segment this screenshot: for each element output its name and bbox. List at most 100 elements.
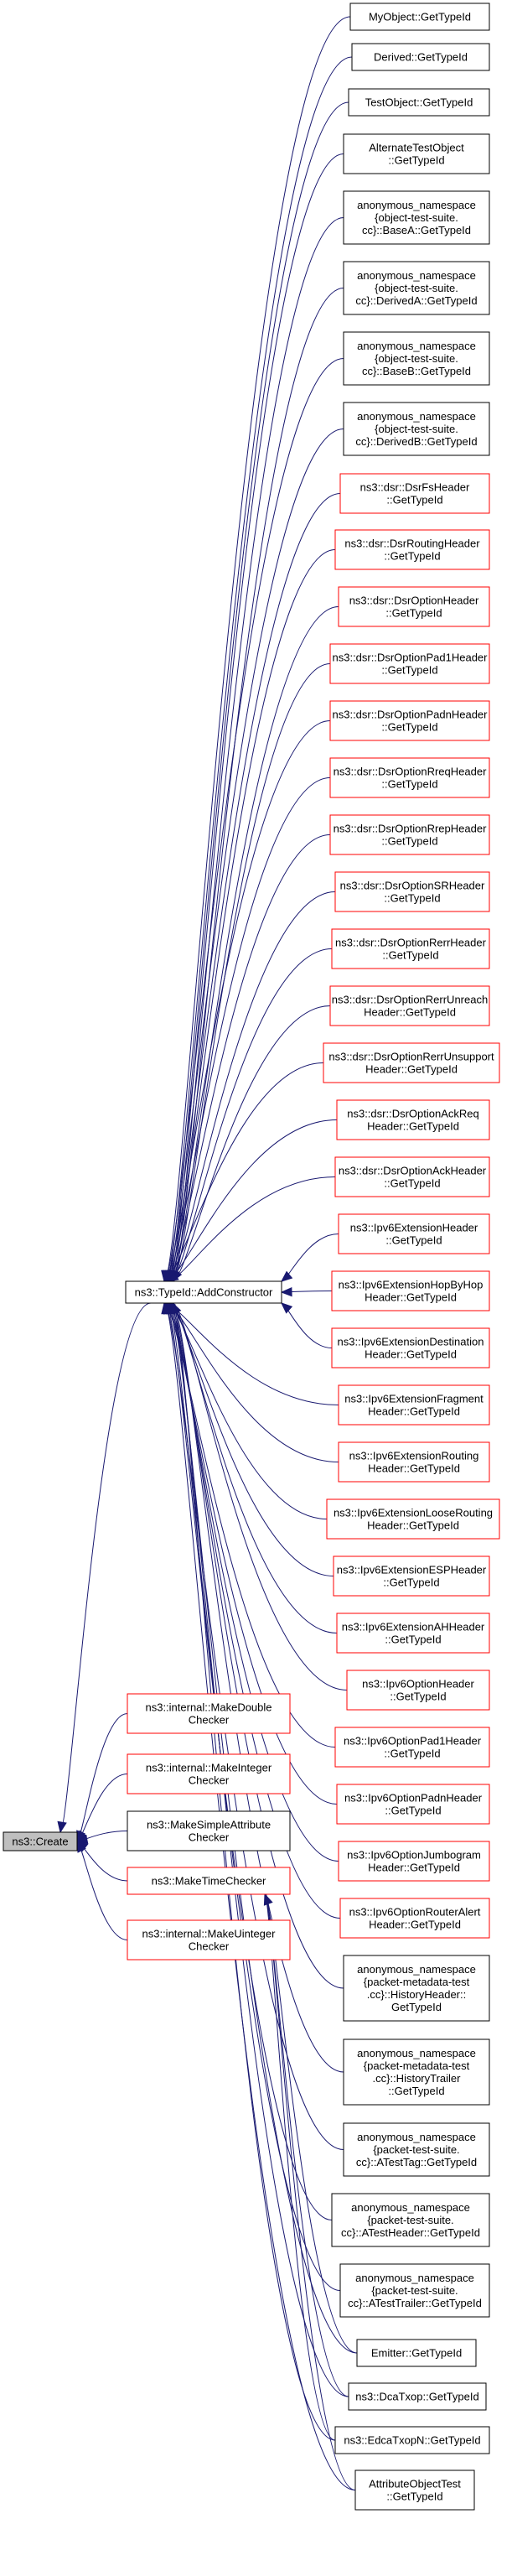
node-ipv6extensionheader-gettypeid-label-line: ns3::Ipv6ExtensionHeader: [350, 1222, 478, 1234]
node-box: [326, 1498, 500, 1540]
node-emitter-gettypeid[interactable]: Emitter::GetTypeId: [356, 2339, 477, 2367]
node-ipv6extensionespheader-gettypeid[interactable]: ns3::Ipv6ExtensionESPHeader::GetTypeId: [333, 1555, 490, 1597]
node-dsroptionackheader-gettypeid-label-line: ::GetTypeId: [384, 1177, 440, 1190]
node-myobject-gettypeid[interactable]: MyObject::GetTypeId: [349, 3, 490, 31]
arrow-make-simple-attribute-checker: [75, 1834, 89, 1845]
node-baseb-gettypeid-label-line: anonymous_namespace: [357, 340, 476, 352]
node-dsroptionrreqheader-gettypeid[interactable]: ns3::dsr::DsrOptionRreqHeader::GetTypeId: [329, 757, 490, 798]
arrow-make-uinteger-checker: [76, 1840, 86, 1853]
node-alternatetestobject-gettypeid[interactable]: AlternateTestObject::GetTypeId: [343, 133, 490, 174]
node-deriveda-gettypeid-label-line: anonymous_namespace: [357, 269, 476, 282]
edge-dsroptionrreqheader-gettypeid-to-add-constructor: [165, 777, 331, 1282]
node-dsroptionpadnheader-gettypeid[interactable]: ns3::dsr::DsrOptionPadnHeader::GetTypeId: [329, 700, 490, 741]
node-dsroptionrerrunreachheader-gettypeid[interactable]: ns3::dsr::DsrOptionRerrUnreachHeader::Ge…: [329, 985, 490, 1026]
node-atestheader-gettypeid[interactable]: anonymous_namespace{packet-test-suite.cc…: [331, 2193, 490, 2247]
node-ipv6extensionfragmentheader-gettypeid[interactable]: ns3::Ipv6ExtensionFragmentHeader::GetTyp…: [338, 1384, 490, 1426]
node-dsroptionackreqheader-gettypeid[interactable]: ns3::dsr::DsrOptionAckReqHeader::GetType…: [336, 1099, 490, 1140]
node-atesttag-gettypeid-label-line: cc}::ATestTag::GetTypeId: [356, 2156, 477, 2168]
node-historytrailer-gettypeid[interactable]: anonymous_namespace{packet-metadata-test…: [343, 2038, 490, 2106]
node-ipv6extensionahheader-gettypeid-label-line: ::GetTypeId: [385, 1633, 441, 1646]
node-box: [334, 2426, 490, 2454]
node-ipv6extensionlooseroutingheader-gettypeid[interactable]: ns3::Ipv6ExtensionLooseRoutingHeader::Ge…: [326, 1498, 500, 1540]
node-derivedb-gettypeid-label-line: cc}::DerivedB::GetTypeId: [355, 435, 477, 448]
node-dsroptionrerrunreachheader-gettypeid-label-line: ns3::dsr::DsrOptionRerrUnreach: [332, 994, 488, 1006]
node-ipv6extensionhopbyhopheader-gettypeid[interactable]: ns3::Ipv6ExtensionHopByHopHeader::GetTyp…: [331, 1270, 490, 1311]
node-baseb-gettypeid[interactable]: anonymous_namespace{object-test-suite.cc…: [343, 331, 490, 386]
node-edcatxopn-gettypeid[interactable]: ns3::EdcaTxopN::GetTypeId: [334, 2426, 490, 2454]
edge-deriveda-gettypeid-to-add-constructor: [172, 288, 344, 1282]
node-add-constructor[interactable]: ns3::TypeId::AddConstructor: [125, 1280, 282, 1304]
node-atesttrailer-gettypeid[interactable]: anonymous_namespace{packet-test-suite.cc…: [339, 2263, 490, 2318]
node-make-uinteger-checker-label-line: ns3::internal::MakeUinteger: [142, 1928, 277, 1940]
edge-make-double-checker-to-create: [76, 1713, 128, 1842]
node-basea-gettypeid[interactable]: anonymous_namespace{object-test-suite.cc…: [343, 190, 490, 245]
edge-dsroptionsrheader-gettypeid-to-add-constructor: [168, 891, 336, 1282]
node-historytrailer-gettypeid-label-line: ::GetTypeId: [388, 2085, 444, 2097]
node-dsroptionpad1header-gettypeid[interactable]: ns3::dsr::DsrOptionPad1Header::GetTypeId: [329, 643, 490, 684]
node-box: [334, 871, 490, 912]
node-box: [338, 1384, 490, 1426]
node-dcatxop-gettypeid[interactable]: ns3::DcaTxop::GetTypeId: [348, 2382, 487, 2411]
node-ipv6extensionespheader-gettypeid-label-line: ::GetTypeId: [383, 1576, 439, 1589]
node-box: [331, 1327, 490, 1368]
node-make-time-checker-label-line: ns3::MakeTimeChecker: [152, 1875, 266, 1888]
node-box: [356, 2339, 477, 2367]
node-testobject-gettypeid[interactable]: TestObject::GetTypeId: [348, 88, 490, 117]
node-dsroptionrerrunsupportheader-gettypeid[interactable]: ns3::dsr::DsrOptionRerrUnsupportHeader::…: [323, 1042, 500, 1083]
edge-dsroptionpadnheader-gettypeid-to-add-constructor: [163, 720, 331, 1282]
edge-ipv6extensionespheader-gettypeid-to-add-constructor: [168, 1302, 334, 1576]
node-ipv6optionpad1header-gettypeid[interactable]: ns3::Ipv6OptionPad1Header::GetTypeId: [334, 1727, 490, 1768]
node-box: [339, 473, 490, 514]
node-ipv6extensionahheader-gettypeid[interactable]: ns3::Ipv6ExtensionAHHeader::GetTypeId: [336, 1613, 490, 1654]
node-dsrroutingheader-gettypeid[interactable]: ns3::dsr::DsrRoutingHeader::GetTypeId: [334, 529, 490, 570]
node-dsroptionpadnheader-gettypeid-label-line: ns3::dsr::DsrOptionPadnHeader: [333, 709, 489, 721]
node-atesttag-gettypeid-label-line: {packet-test-suite.: [373, 2143, 459, 2156]
node-derived-gettypeid[interactable]: Derived::GetTypeId: [351, 43, 490, 71]
node-deriveda-gettypeid-label-line: {object-test-suite.: [375, 282, 458, 294]
node-atestheader-gettypeid-label-line: {packet-test-suite.: [367, 2214, 453, 2226]
node-derivedb-gettypeid[interactable]: anonymous_namespace{object-test-suite.cc…: [343, 402, 490, 456]
edge-dsroptionackheader-gettypeid-to-add-constructor: [167, 1176, 336, 1282]
node-deriveda-gettypeid[interactable]: anonymous_namespace{object-test-suite.cc…: [343, 261, 490, 315]
edge-alternatetestobject-gettypeid-to-add-constructor: [168, 153, 344, 1282]
edge-dsroptionrerrunsupportheader-gettypeid-to-add-constructor: [163, 1062, 324, 1282]
node-box: [127, 1867, 291, 1895]
node-ipv6extensionheader-gettypeid[interactable]: ns3::Ipv6ExtensionHeader::GetTypeId: [338, 1213, 490, 1254]
node-ipv6extensionroutingheader-gettypeid[interactable]: ns3::Ipv6ExtensionRoutingHeader::GetType…: [338, 1441, 490, 1483]
node-dsrfsheader-gettypeid[interactable]: ns3::dsr::DsrFsHeader::GetTypeId: [339, 473, 490, 514]
node-ipv6optionpadnheader-gettypeid-label-line: ::GetTypeId: [385, 1805, 441, 1817]
edge-historyheader-gettypeid-to-add-constructor: [170, 1302, 344, 1989]
node-ipv6extensionfragmentheader-gettypeid-label-line: Header::GetTypeId: [368, 1405, 460, 1418]
node-box: [346, 1670, 490, 1711]
node-dsrfsheader-gettypeid-label-line: ::GetTypeId: [386, 494, 442, 506]
node-dsroptionrerrheader-gettypeid[interactable]: ns3::dsr::DsrOptionRerrHeader::GetTypeId: [331, 928, 490, 969]
node-ipv6optionjumbogramheader-gettypeid[interactable]: ns3::Ipv6OptionJumbogramHeader::GetTypeI…: [338, 1841, 490, 1882]
node-historyheader-gettypeid[interactable]: anonymous_namespace{packet-metadata-test…: [343, 1955, 490, 2022]
edge-dsroptionrerrheader-gettypeid-to-add-constructor: [170, 948, 333, 1282]
node-dsroptionheader-gettypeid[interactable]: ns3::dsr::DsrOptionHeader::GetTypeId: [338, 586, 490, 627]
node-historyheader-gettypeid-label-line: GetTypeId: [391, 2001, 442, 2013]
node-make-time-checker[interactable]: ns3::MakeTimeChecker: [127, 1867, 291, 1895]
node-ipv6optionheader-gettypeid[interactable]: ns3::Ipv6OptionHeader::GetTypeId: [346, 1670, 490, 1711]
node-ipv6optionpadnheader-gettypeid[interactable]: ns3::Ipv6OptionPadnHeader::GetTypeId: [336, 1784, 490, 1825]
nodes-layer: MyObject::GetTypeIdDerived::GetTypeIdTes…: [3, 3, 500, 2511]
node-ipv6extensiondestinationheader-gettypeid[interactable]: ns3::Ipv6ExtensionDestinationHeader::Get…: [331, 1327, 490, 1368]
node-ipv6extensionahheader-gettypeid-label-line: ns3::Ipv6ExtensionAHHeader: [342, 1621, 485, 1633]
node-dsroptionrrepheader-gettypeid-label-line: ns3::dsr::DsrOptionRrepHeader: [334, 823, 487, 835]
node-box: [343, 1955, 490, 2022]
node-attributeobjecttest-gettypeid[interactable]: AttributeObjectTest::GetTypeId: [354, 2470, 475, 2511]
node-dsroptionpad1header-gettypeid-label-line: ::GetTypeId: [381, 664, 437, 677]
node-dsroptionackheader-gettypeid[interactable]: ns3::dsr::DsrOptionAckHeader::GetTypeId: [334, 1156, 490, 1197]
node-dsroptionrerrunreachheader-gettypeid-label-line: Header::GetTypeId: [364, 1006, 456, 1019]
node-ipv6extensionheader-gettypeid-label-line: ::GetTypeId: [385, 1234, 442, 1247]
arrow-edcatxopn-gettypeid: [169, 1301, 179, 1315]
node-ipv6optionrouteralertheader-gettypeid[interactable]: ns3::Ipv6OptionRouterAlertHeader::GetTyp…: [339, 1898, 490, 1939]
node-atesttag-gettypeid[interactable]: anonymous_namespace{packet-test-suite.cc…: [343, 2122, 490, 2177]
node-dsroptionsrheader-gettypeid[interactable]: ns3::dsr::DsrOptionSRHeader::GetTypeId: [334, 871, 490, 912]
node-dsroptionrrepheader-gettypeid[interactable]: ns3::dsr::DsrOptionRrepHeader::GetTypeId: [329, 814, 490, 855]
edge-dsroptionackreqheader-gettypeid-to-add-constructor: [165, 1119, 338, 1282]
